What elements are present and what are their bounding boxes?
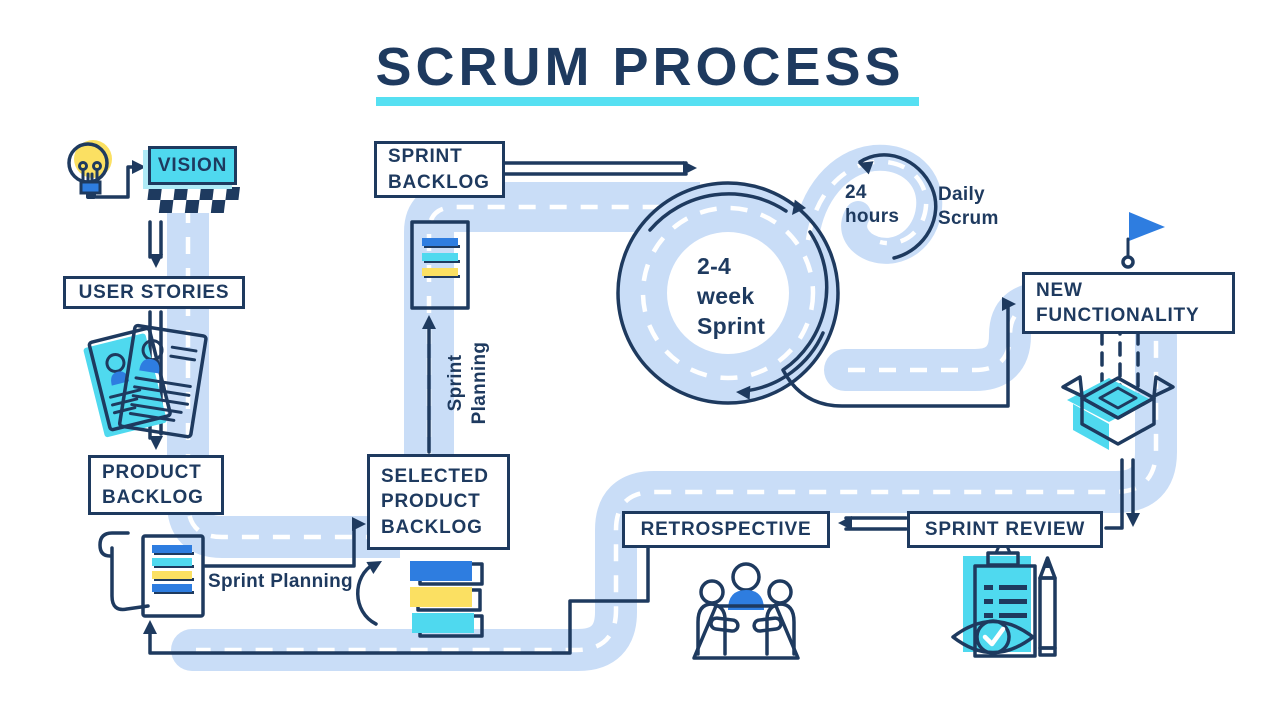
road-dash (640, 205, 816, 381)
node-user-stories: USER STORIES (63, 276, 245, 309)
backlog-card-icon (410, 220, 470, 310)
lightbulb-icon (67, 140, 112, 199)
meeting-table-icon (692, 562, 800, 660)
node-new-functionality: NEW FUNCTIONALITY (1022, 272, 1235, 334)
page-title: SCRUM PROCESS (375, 37, 905, 97)
label-sprint-duration: 2-4 week Sprint (697, 253, 766, 339)
node-selected-product-backlog: SELECTED PRODUCT BACKLOG (367, 454, 510, 550)
road-dash (185, 206, 390, 540)
node-sprint-backlog: SPRINT BACKLOG (374, 141, 505, 198)
node-sprint-review: SPRINT REVIEW (907, 511, 1103, 548)
road-dash (196, 301, 1159, 653)
flag-icon (1121, 212, 1165, 269)
node-retrospective: RETROSPECTIVE (622, 511, 830, 548)
label-24-hours: 24 hours (845, 182, 900, 228)
road-dash (426, 204, 660, 530)
label-daily-scrum: Daily Scrum (938, 184, 999, 230)
road-network (167, 144, 1177, 671)
node-product-backlog: PRODUCT BACKLOG (88, 455, 224, 515)
road-dash (805, 159, 929, 246)
story-cards-icon (83, 323, 208, 439)
label-sprint-planning: Sprint Planning (208, 571, 353, 592)
label-sprint-planning-vertical: Sprint Planning (445, 341, 491, 425)
open-box-icon (1061, 320, 1175, 450)
node-vision: VISION (148, 146, 237, 185)
scroll-document-icon (98, 531, 205, 618)
checkered-flag-icon (145, 187, 240, 213)
title-underline (376, 97, 919, 106)
road-daily-loop (793, 144, 943, 264)
clipboard-eye-pencil-icon (951, 544, 1057, 658)
stacked-bars-icon (356, 554, 484, 638)
